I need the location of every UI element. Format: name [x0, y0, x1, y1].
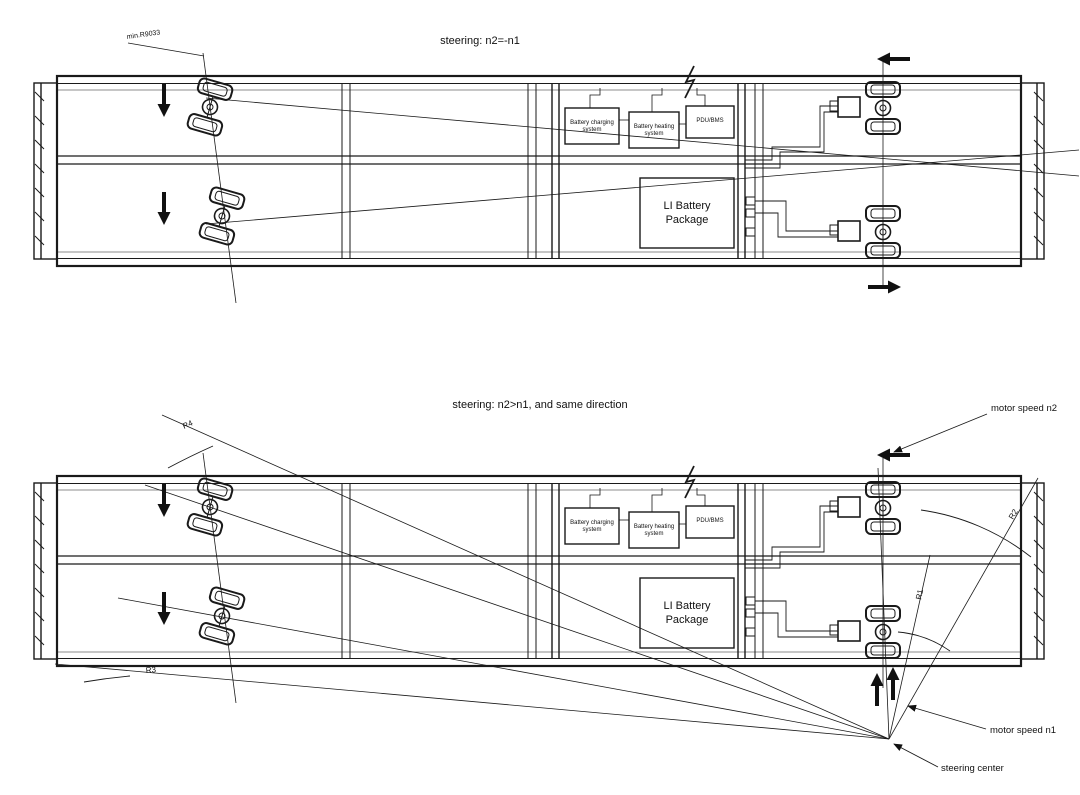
chassis-top-instance	[34, 53, 1044, 303]
r4-arc	[167, 445, 214, 469]
motor-n1-direction-arrow-top	[866, 278, 903, 296]
motor-n2-direction-arrow-top	[875, 50, 912, 68]
wheel-direction-arrow-rear-left-bottom	[155, 590, 173, 627]
r2-label: R2	[1007, 507, 1020, 521]
steering-center-label: steering center	[941, 763, 1004, 774]
r1-arc	[897, 631, 951, 652]
diagram-top-title: steering: n2=-n1	[440, 35, 520, 47]
battery-heating-label-bottom: Battery heating system	[633, 523, 675, 538]
wheel-direction-arrow-front-left	[155, 82, 173, 119]
steering-center-leader	[893, 743, 939, 768]
diagram-bottom-title: steering: n2>n1, and same direction	[452, 399, 628, 411]
min-radius-label: min.R9033	[126, 29, 161, 41]
wheel-direction-arrow-rear-left	[155, 190, 173, 227]
motor-speed-n1-leader	[907, 704, 987, 730]
callout-leaders	[893, 413, 988, 768]
r2-arc	[920, 509, 1032, 558]
r4-label: R4	[181, 418, 195, 431]
wheel-direction-arrow-front-left-bottom	[155, 482, 173, 519]
battery-charging-label-bottom: Battery charging system	[570, 519, 614, 534]
motor-speed-n1-label: motor speed n1	[990, 725, 1056, 736]
battery-charging-label-top: Battery charging system	[570, 119, 614, 134]
pdu-bms-label-bottom: PDU/BMS	[696, 518, 724, 525]
motor-speed-n2-label: motor speed n2	[991, 403, 1057, 414]
r3-arc	[83, 675, 131, 683]
li-battery-label-top: LI Battery Package	[663, 199, 711, 226]
li-battery-label-bottom: LI Battery Package	[663, 599, 711, 626]
r1-label: R1	[914, 588, 925, 600]
steering-geometry-lines-bottom	[54, 414, 1039, 740]
diagram-top: min.R9033	[34, 29, 1080, 303]
chassis-bottom-instance	[34, 453, 1044, 703]
pdu-bms-label-top: PDU/BMS	[696, 118, 724, 125]
motor-n1-direction-arrow-1	[868, 671, 886, 708]
motor-n2-direction-arrow-bottom	[875, 446, 912, 464]
radius-arcs	[83, 445, 1032, 683]
motor-speed-n2-leader	[893, 413, 988, 453]
steering-geometry-lines-top	[127, 42, 1080, 225]
battery-heating-label-top: Battery heating system	[633, 123, 675, 138]
diagram-bottom: R4 R3 R2 R1 motor speed n2 motor speed n…	[34, 403, 1057, 774]
motor-n1-direction-arrow-2	[884, 665, 902, 702]
r3-label: R3	[145, 665, 157, 675]
